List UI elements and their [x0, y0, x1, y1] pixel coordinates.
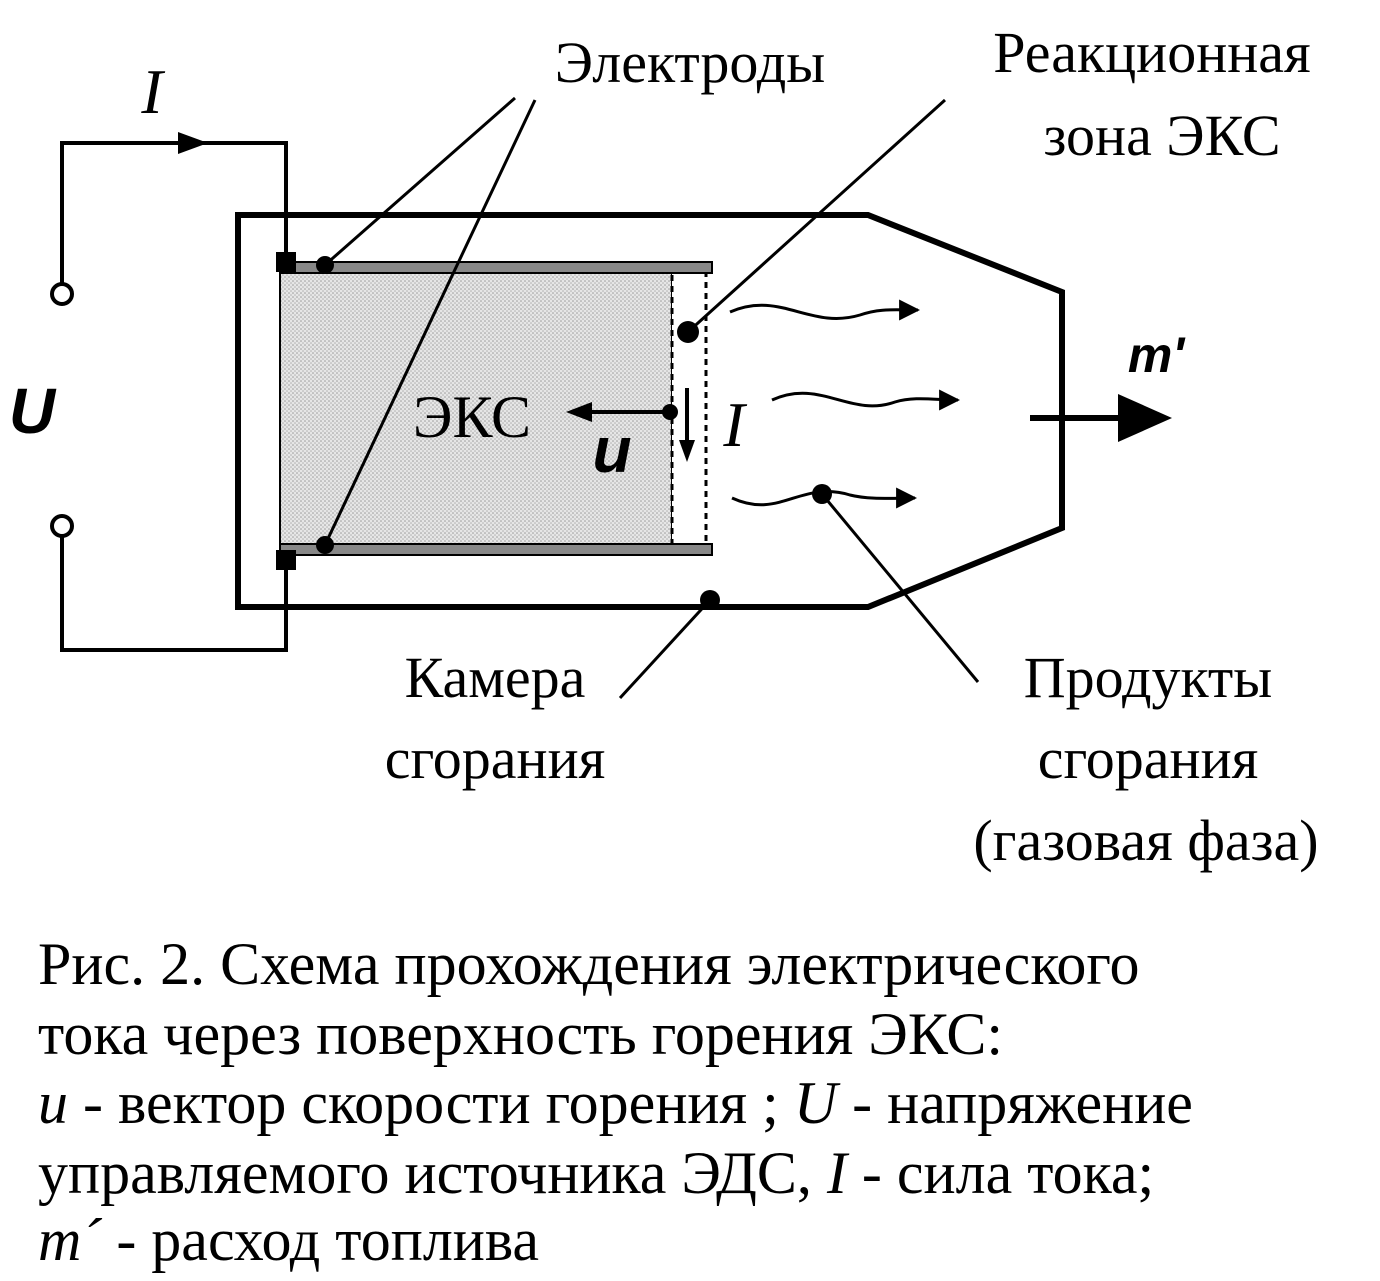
velocity-arrowhead — [566, 402, 592, 422]
current-arrowhead-mid — [679, 440, 695, 462]
caption-line-5: m´ - расход топлива — [38, 1207, 539, 1273]
combustion-chamber — [235, 212, 1065, 610]
circuit-wires — [60, 141, 288, 652]
terminal-top — [50, 282, 74, 306]
label-electrodes: Электроды — [555, 30, 826, 95]
label-eks: ЭКС — [413, 384, 531, 450]
product-flow-arrows — [729, 299, 961, 509]
label-products-1: Продукты — [1024, 645, 1272, 710]
caption-text-4b: - сила тока; — [847, 1140, 1154, 1206]
leader-dots — [316, 256, 832, 610]
caption-symbol-m: m — [38, 1207, 81, 1273]
label-current-top: I — [140, 56, 165, 127]
caption-line-1: Рис. 2. Схема прохождения электрического — [38, 931, 1140, 997]
caption-text-5b: - расход топлива — [101, 1207, 539, 1273]
electrode-top — [279, 261, 713, 274]
electrode-bottom — [279, 543, 713, 556]
caption-symbol-I: I — [826, 1140, 850, 1206]
caption-text-3b: - напряжение — [837, 1070, 1193, 1136]
label-reaction-zone-2: зона ЭКС — [1043, 103, 1280, 168]
current-arrow-top — [178, 132, 208, 154]
caption-line-4: управляемого источника ЭДС, I - сила ток… — [38, 1140, 1154, 1206]
label-voltage: U — [9, 375, 57, 447]
caption-symbol-U: U — [794, 1070, 841, 1136]
figure-caption: Рис. 2. Схема прохождения электрического… — [38, 931, 1193, 1273]
leader-lines — [323, 96, 980, 700]
caption-line-3: u - вектор скорости горения ; U - напряж… — [38, 1070, 1193, 1136]
caption-text-3a: - вектор скорости горения ; — [68, 1070, 794, 1136]
terminal-bottom — [50, 514, 74, 538]
label-mass-flow: m' — [1128, 327, 1186, 383]
caption-symbol-prime: ´ — [81, 1207, 102, 1273]
mass-flow-arrowhead — [1118, 394, 1172, 442]
caption-line-2: тока через поверхность горения ЭКС: — [38, 1001, 1003, 1067]
label-current-mid: I — [722, 389, 747, 460]
electrode-contact-bottom — [276, 550, 296, 570]
caption-symbol-u: u — [38, 1070, 68, 1136]
label-velocity: u — [592, 414, 631, 486]
label-chamber-2: сгорания — [385, 726, 606, 791]
electrode-contact-top — [276, 252, 296, 272]
label-reaction-zone-1: Реакционная — [993, 20, 1310, 85]
label-products-2: сгорания — [1038, 726, 1259, 791]
label-products-3: (газовая фаза) — [973, 808, 1318, 873]
label-chamber-1: Камера — [405, 645, 586, 710]
caption-text-4a: управляемого источника ЭДС, — [38, 1140, 827, 1206]
